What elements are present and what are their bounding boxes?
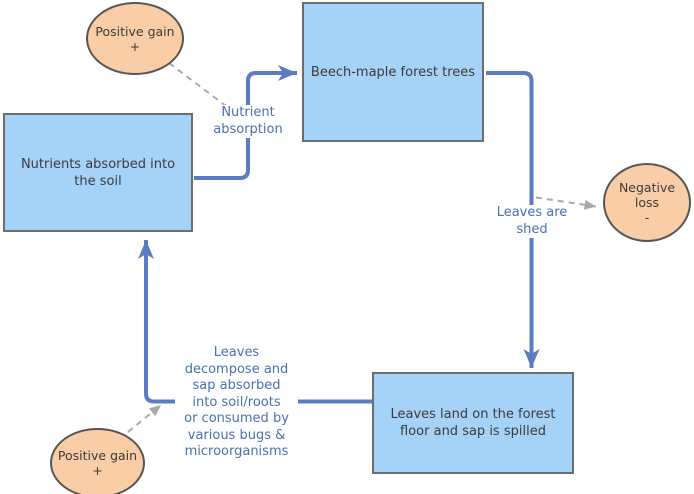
ellipse-sign: + — [92, 463, 103, 478]
ellipse-label: Negative loss — [618, 180, 676, 210]
node-beech-maple-forest-trees[interactable]: Beech-maple forest trees — [302, 2, 484, 142]
ellipse-sign: - — [644, 210, 650, 225]
edge-leaves-decompose-arrow[interactable] — [138, 240, 372, 404]
edge-label-nutrient-absorption[interactable]: Nutrient absorption — [203, 105, 293, 138]
ellipse-label: Positive gain — [95, 23, 175, 39]
ellipse-sign: + — [129, 38, 141, 54]
node-leaves-land-forest-floor[interactable]: Leaves land on the forest floor and sap … — [372, 372, 574, 474]
node-label: Beech-maple forest trees — [310, 64, 476, 80]
node-label: Nutrients absorbed into the soil — [20, 156, 176, 189]
edge-label-leaves-decompose[interactable]: Leaves decompose and sap absorbed into s… — [175, 345, 298, 461]
ellipse-positive-gain-top[interactable]: Positive gain + — [86, 2, 184, 75]
ellipse-negative-loss[interactable]: Negative loss - — [603, 163, 691, 242]
ellipse-positive-gain-bottom[interactable]: Positive gain + — [50, 428, 145, 494]
edge-positive-gain-bottom-link[interactable] — [127, 404, 162, 433]
node-nutrients-absorbed-soil[interactable]: Nutrients absorbed into the soil — [3, 113, 193, 232]
edge-leaves-shed-arrow[interactable] — [486, 71, 540, 368]
edge-label-leaves-shed[interactable]: Leaves are shed — [487, 205, 577, 238]
ellipse-label: Positive gain — [57, 448, 138, 463]
node-label: Leaves land on the forest floor and sap … — [390, 407, 556, 439]
edge-positive-gain-top-link[interactable] — [168, 62, 227, 107]
